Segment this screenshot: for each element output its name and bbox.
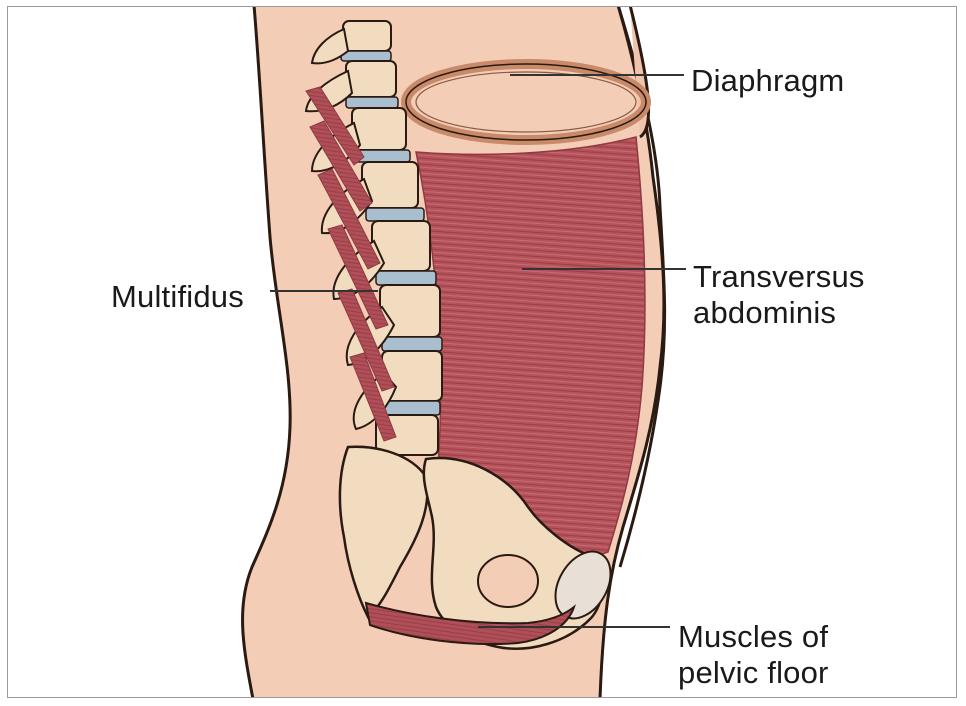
pelvic-floor-label-line-2: pelvic floor (678, 655, 829, 691)
transversus-label-line-1: Transversus (693, 259, 865, 295)
obturator-foramen (478, 555, 538, 607)
pelvic-floor-label: Muscles of pelvic floor (678, 619, 829, 691)
diaphragm-label: Diaphragm (691, 63, 844, 99)
anatomy-illustration (8, 7, 957, 698)
pelvic-floor-label-line-1: Muscles of (678, 619, 829, 655)
transversus-label-line-2: abdominis (693, 295, 865, 331)
transversus-abdominis-label: Transversus abdominis (693, 259, 865, 331)
multifidus-label: Multifidus (111, 279, 244, 315)
figure-frame: Diaphragm Multifidus Transversus abdomin… (7, 6, 957, 698)
